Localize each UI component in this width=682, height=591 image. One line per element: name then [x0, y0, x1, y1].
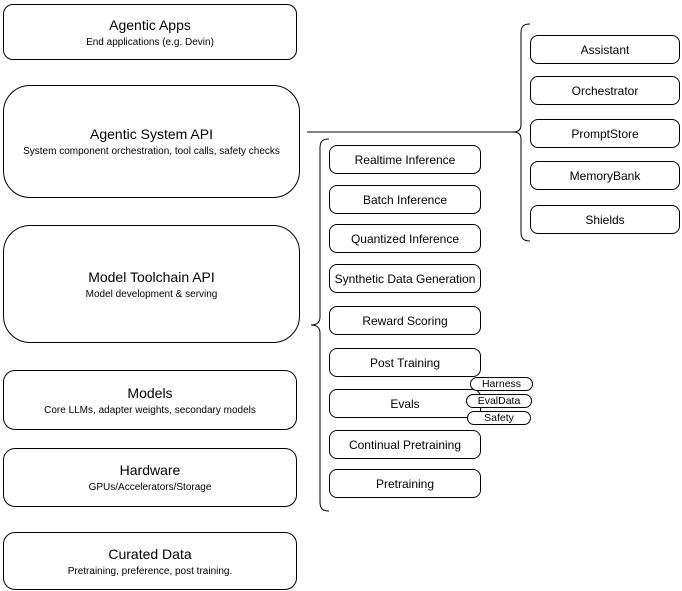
component-label: PromptStore — [571, 126, 639, 141]
toolchain-item-batch-inference: Batch Inference — [329, 185, 481, 214]
toolchain-item-label: Batch Inference — [362, 192, 448, 207]
toolchain-item-pretraining: Pretraining — [329, 469, 481, 498]
toolchain-item-label: Reward Scoring — [362, 313, 448, 328]
toolchain-item-label: Quantized Inference — [350, 231, 460, 246]
box-agentic-apps-subtitle: End applications (e.g. Devin) — [86, 36, 214, 48]
toolchain-group-brace — [310, 138, 330, 512]
evals-tag-safety: Safety — [467, 411, 531, 425]
box-agentic-apps: Agentic Apps End applications (e.g. Devi… — [3, 4, 297, 60]
toolchain-item-quantized-inference: Quantized Inference — [329, 224, 481, 253]
toolchain-item-realtime-inference: Realtime Inference — [329, 145, 481, 174]
box-models-title: Models — [127, 384, 173, 401]
component-memorybank: MemoryBank — [530, 161, 680, 190]
box-agentic-apps-title: Agentic Apps — [109, 16, 191, 33]
box-curated-data-title: Curated Data — [108, 545, 192, 562]
toolchain-item-synthetic-data-generation: Synthetic Data Generation — [329, 264, 481, 293]
toolchain-item-label: Post Training — [369, 355, 441, 370]
box-curated-data-subtitle: Pretraining, preference, post training. — [67, 565, 233, 577]
box-agentic-system-api-title: Agentic System API — [90, 126, 213, 142]
box-model-toolchain-api: Model Toolchain API Model development & … — [3, 225, 300, 343]
box-models: Models Core LLMs, adapter weights, secon… — [3, 370, 297, 430]
component-label: MemoryBank — [569, 168, 641, 183]
component-assistant: Assistant — [530, 35, 680, 64]
box-agentic-system-api: Agentic System API System component orch… — [3, 85, 300, 198]
component-shields: Shields — [530, 205, 680, 234]
component-label: Assistant — [580, 42, 630, 57]
toolchain-item-label: Realtime Inference — [354, 152, 456, 167]
toolchain-item-reward-scoring: Reward Scoring — [329, 306, 481, 335]
component-label: Orchestrator — [571, 83, 639, 98]
box-models-subtitle: Core LLMs, adapter weights, secondary mo… — [44, 404, 256, 416]
components-group-brace — [512, 23, 531, 242]
evals-tag-harness: Harness — [470, 377, 533, 391]
toolchain-item-continual-pretraining: Continual Pretraining — [329, 430, 481, 459]
box-agentic-system-api-subtitle: System component orchestration, tool cal… — [23, 146, 280, 157]
box-model-toolchain-api-title: Model Toolchain API — [88, 268, 215, 285]
box-hardware: Hardware GPUs/Accelerators/Storage — [3, 448, 297, 507]
component-promptstore: PromptStore — [530, 119, 680, 148]
component-orchestrator: Orchestrator — [530, 76, 680, 105]
evals-tag-label: Safety — [484, 411, 514, 424]
toolchain-item-label: Continual Pretraining — [348, 437, 462, 452]
component-label: Shields — [585, 212, 625, 227]
toolchain-item-post-training: Post Training — [329, 348, 481, 377]
toolchain-item-evals: Evals — [329, 389, 481, 418]
toolchain-item-label: Pretraining — [375, 476, 435, 491]
box-curated-data: Curated Data Pretraining, preference, po… — [3, 532, 297, 590]
evals-tag-evaldata: EvalData — [466, 394, 532, 408]
evals-tag-label: EvalData — [477, 394, 521, 407]
box-hardware-subtitle: GPUs/Accelerators/Storage — [88, 482, 212, 493]
toolchain-item-label: Synthetic Data Generation — [334, 271, 476, 286]
evals-tag-label: Harness — [481, 377, 522, 390]
box-model-toolchain-api-subtitle: Model development & serving — [85, 288, 218, 300]
box-hardware-title: Hardware — [119, 462, 181, 478]
toolchain-item-label: Evals — [390, 396, 420, 411]
